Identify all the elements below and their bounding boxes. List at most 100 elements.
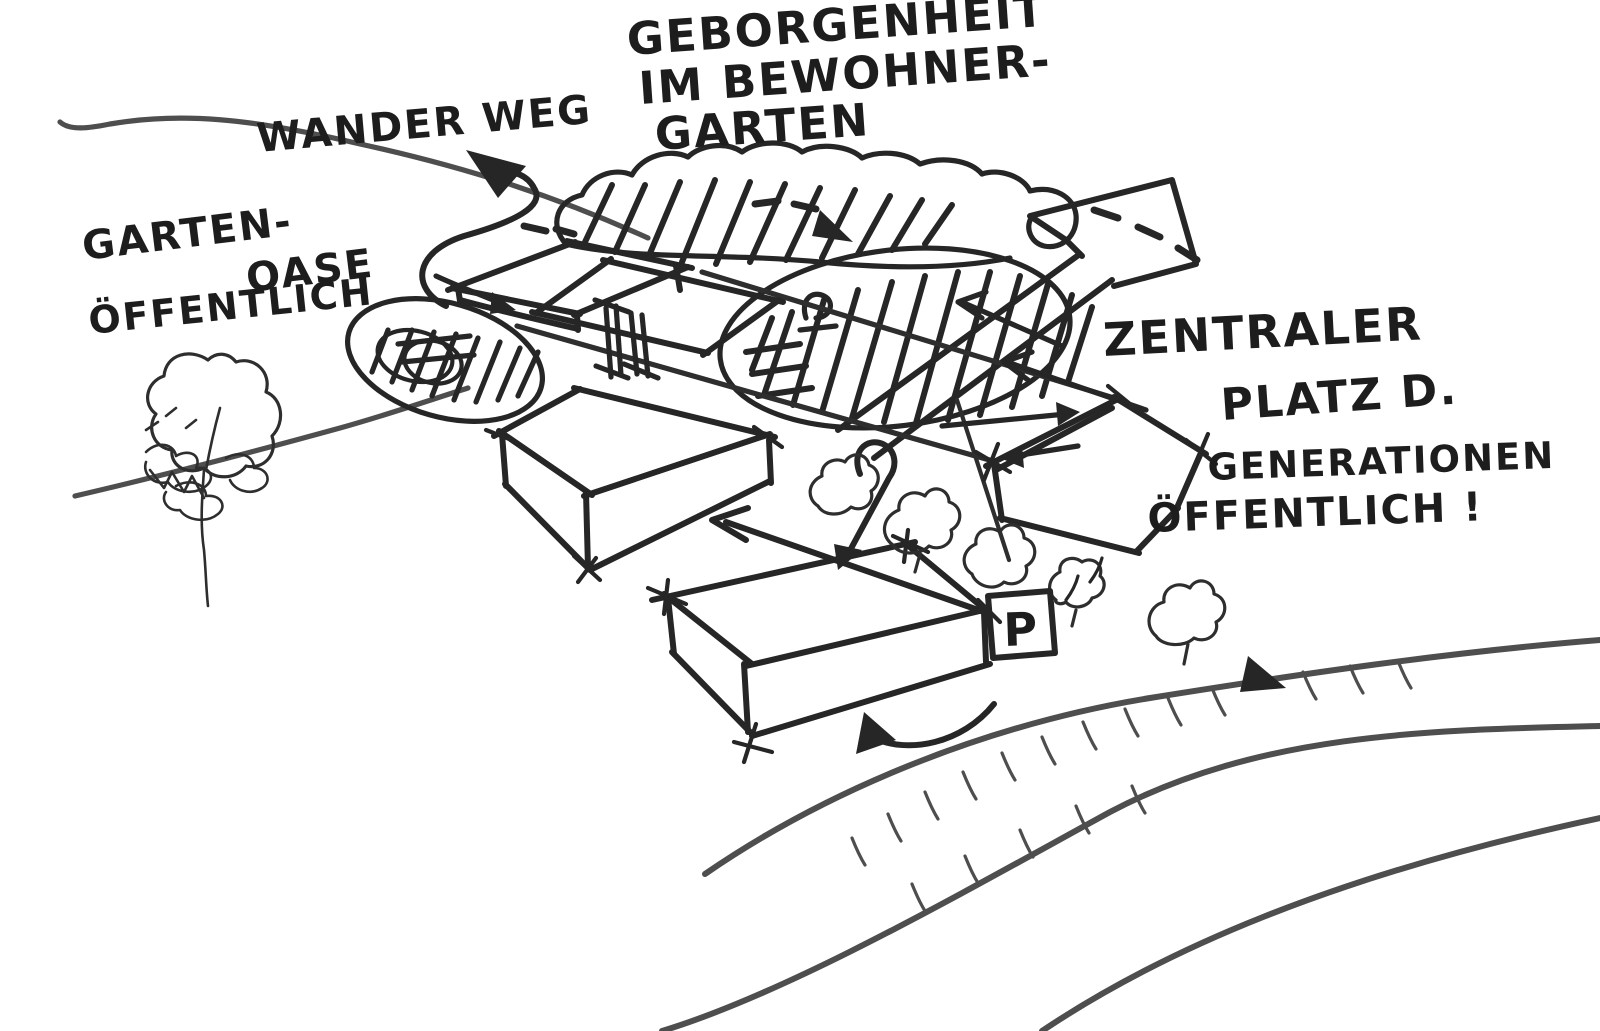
axis-line bbox=[514, 323, 996, 464]
smudge bbox=[1176, 4, 1202, 11]
road-hatching bbox=[850, 659, 1413, 913]
plaza-hatch bbox=[743, 269, 1095, 426]
road-tick bbox=[1074, 804, 1091, 835]
arrow-head-open bbox=[1001, 349, 1035, 383]
s-curve-path bbox=[419, 168, 540, 309]
plaza-outline bbox=[717, 245, 1073, 431]
box-edge bbox=[665, 595, 677, 657]
label-garten-oase-line3: ÖFFENTLICH bbox=[86, 269, 375, 343]
box-edge bbox=[749, 661, 993, 739]
small-tree bbox=[808, 453, 880, 516]
label-zentraler-line3: GENERATIONEN bbox=[1207, 434, 1556, 489]
box-edge bbox=[491, 386, 583, 439]
road-tick bbox=[963, 854, 980, 885]
roads bbox=[659, 637, 1600, 1031]
box-edge bbox=[981, 609, 989, 665]
road-tick bbox=[961, 770, 978, 801]
route-dash bbox=[1134, 223, 1164, 241]
big-tree-canopy bbox=[146, 352, 283, 479]
box-edge bbox=[741, 661, 751, 735]
labels: GEBORGENHEIT IM BEWOHNER- GARTEN WANDER … bbox=[80, 0, 1556, 542]
box-edge bbox=[669, 649, 755, 737]
arrow-shaft bbox=[961, 300, 1065, 349]
box-edge bbox=[661, 591, 755, 667]
cloud-hatch bbox=[582, 177, 955, 267]
bush-scribble bbox=[144, 406, 206, 500]
wall-edge bbox=[1134, 505, 1181, 554]
corner-ticks bbox=[973, 383, 1219, 483]
road-arrow-head bbox=[1240, 656, 1286, 692]
hook-arrow-head bbox=[834, 544, 862, 570]
box-edge bbox=[649, 539, 918, 603]
route-dash bbox=[552, 225, 578, 238]
box-edge bbox=[581, 431, 773, 499]
arrow-head-open bbox=[955, 289, 989, 321]
resident-garden-cloud bbox=[554, 140, 1079, 270]
slab-edge bbox=[700, 297, 782, 358]
route-dash bbox=[520, 222, 550, 235]
arrow-shaft bbox=[939, 411, 1069, 429]
bush-scribble bbox=[143, 443, 213, 494]
road-tick bbox=[1348, 664, 1365, 695]
road-tick bbox=[910, 882, 927, 913]
parking-sign-frame bbox=[985, 588, 1058, 661]
box-edge bbox=[571, 385, 778, 440]
building-big-box bbox=[483, 385, 785, 585]
road-tick bbox=[886, 812, 903, 843]
building-long-box bbox=[645, 527, 1003, 765]
route-dash bbox=[790, 200, 820, 213]
oasis-scribble-ring bbox=[375, 327, 455, 385]
oasis-hatch bbox=[369, 327, 541, 405]
slab-front-edge bbox=[457, 297, 581, 332]
arrow-head-open bbox=[709, 505, 751, 543]
box-edge bbox=[743, 607, 987, 669]
paper-smudges bbox=[1036, 2, 1202, 166]
road-edge-lower bbox=[1039, 815, 1600, 1031]
oasis-scribble-ring bbox=[402, 338, 464, 386]
road-tick bbox=[1000, 751, 1017, 782]
slab-edge bbox=[449, 285, 583, 317]
road-tick bbox=[1081, 720, 1098, 751]
road-edge-middle bbox=[659, 723, 1600, 1031]
garden-oasis-ellipse bbox=[344, 296, 546, 424]
road-tick bbox=[1166, 696, 1183, 727]
trees bbox=[143, 352, 1227, 666]
bush-scribble bbox=[162, 481, 224, 522]
big-arrow-shaft bbox=[835, 251, 1083, 433]
slab-edge bbox=[533, 256, 614, 316]
arrow-shaft bbox=[1011, 443, 1081, 459]
small-tree bbox=[1048, 556, 1106, 628]
road-tick bbox=[923, 790, 940, 821]
box-edge bbox=[499, 431, 509, 489]
corner-ticks bbox=[483, 424, 785, 585]
box-edge bbox=[766, 437, 774, 486]
label-wanderweg: WANDER WEG bbox=[255, 87, 594, 162]
entry-arrow-head bbox=[856, 712, 896, 754]
big-direction-arrow bbox=[835, 177, 1199, 461]
label-zentraler-line2: PLATZ D. bbox=[1219, 364, 1459, 431]
arrow-head bbox=[1056, 402, 1080, 426]
parking-sign-letter: P bbox=[1002, 602, 1040, 657]
road-tick bbox=[1130, 784, 1147, 815]
smudge bbox=[1036, 154, 1054, 166]
road-tick bbox=[850, 836, 867, 867]
oasis-outline bbox=[344, 296, 546, 424]
arrow-shaft bbox=[723, 519, 987, 615]
slab-edge bbox=[600, 257, 786, 305]
slab-thickness bbox=[673, 263, 683, 293]
big-tree-trunk bbox=[200, 406, 222, 608]
smudge bbox=[1098, 2, 1128, 12]
posts bbox=[592, 297, 661, 381]
box-edge bbox=[583, 489, 591, 571]
small-tree bbox=[882, 487, 962, 574]
parking-sign: P bbox=[985, 556, 1104, 661]
road-tick bbox=[1396, 659, 1413, 690]
wanderweg-arrowhead bbox=[466, 150, 526, 198]
flow-arrows bbox=[709, 289, 1286, 754]
box-edge bbox=[496, 428, 595, 498]
big-arrow-shaft bbox=[871, 277, 1115, 461]
sign-ticks bbox=[1064, 556, 1104, 602]
label-zentraler-line1: ZENTRALER bbox=[1102, 296, 1424, 367]
cloud-outline bbox=[554, 140, 1079, 250]
